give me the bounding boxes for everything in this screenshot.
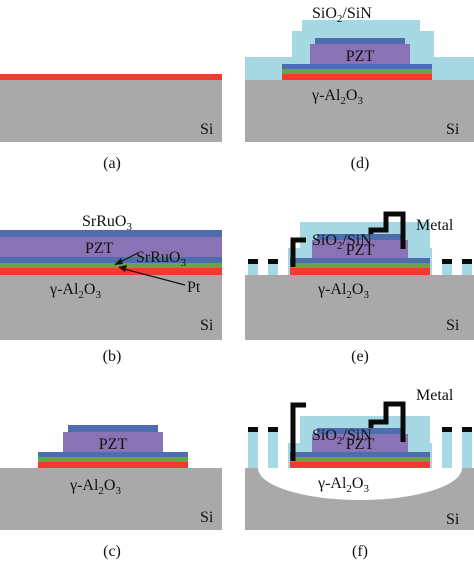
metal-pad: [442, 427, 452, 432]
caption-a: (a): [103, 155, 121, 172]
pt-pointer-arrow: [123, 268, 186, 286]
si-label: Si: [200, 509, 214, 526]
srruo3-top-layer: [315, 38, 405, 44]
metal-contact-left: [290, 402, 306, 461]
pzt-layer: [63, 432, 163, 452]
oxide-label: SiO2/SiN: [312, 5, 372, 25]
oxide-pillar: [442, 262, 452, 275]
pt-layer: [290, 263, 430, 268]
al2o3-layer: [0, 74, 222, 80]
oxide-pillar: [442, 430, 452, 468]
si-substrate: [0, 468, 222, 530]
si-label: Si: [200, 121, 214, 138]
si-substrate: [0, 80, 222, 142]
al2o3-label: γ-Al2O3: [317, 281, 369, 301]
pt-layer: [0, 263, 222, 268]
srruo3-bottom-layer: [282, 64, 432, 69]
oxide-pillar: [462, 262, 472, 275]
metal-label: Metal: [416, 387, 454, 404]
oxide-pillar: [248, 430, 258, 468]
oxide-pillar: [462, 430, 472, 468]
srruo3-bottom-layer: [0, 257, 222, 263]
panel-d: SiO2/SiN PZT γ-Al2O3 Si (d): [245, 5, 474, 172]
metal-pad: [248, 427, 258, 432]
al2o3-label: γ-Al2O3: [69, 477, 121, 497]
oxide-label: SiO2/SiN: [312, 427, 372, 447]
si-substrate: [0, 275, 222, 340]
panel-e: SiO2/SiN Metal PZT γ-Al2O3 Si (e): [245, 211, 474, 365]
metal-pad: [442, 259, 452, 264]
pzt-layer: [0, 237, 222, 257]
si-substrate: [245, 80, 474, 142]
pt-layer: [282, 69, 432, 74]
pzt-label: PZT: [346, 436, 375, 453]
srruo3-pointer-arrowhead: [114, 258, 123, 265]
pt-layer: [290, 457, 430, 462]
pzt-label: PZT: [346, 48, 375, 65]
si-label: Si: [446, 511, 460, 528]
srruo3-bottom-layer: [290, 452, 430, 457]
pt-label: Pt: [187, 279, 201, 296]
al2o3-layer: [290, 462, 430, 468]
metal-contact-right: [368, 211, 406, 249]
pt-layer: [38, 457, 188, 462]
si-label: Si: [446, 317, 460, 334]
srruo3-bottom-layer: [38, 452, 188, 457]
oxide-pillar: [268, 430, 278, 468]
oxide-pillar: [248, 262, 258, 275]
caption-f: (f): [352, 543, 368, 560]
srruo3-top-label: SrRuO3: [82, 213, 132, 233]
caption-b: (b): [103, 348, 122, 365]
pzt-label: PZT: [85, 240, 114, 257]
si-label: Si: [446, 121, 460, 138]
pzt-label: PZT: [99, 436, 128, 453]
caption-e: (e): [351, 348, 369, 365]
al2o3-label: γ-Al2O3: [49, 281, 101, 301]
metal-contact-right: [368, 401, 406, 442]
al2o3-layer: [290, 268, 430, 275]
metal-pad: [248, 259, 258, 264]
pzt-layer: [312, 434, 408, 452]
metal-label: Metal: [416, 217, 454, 234]
caption-d: (d): [351, 155, 370, 172]
si-substrate: [245, 275, 474, 340]
al2o3-label: γ-Al2O3: [317, 475, 369, 495]
al2o3-label: γ-Al2O3: [311, 87, 363, 107]
srruo3-top-layer: [0, 230, 222, 237]
al2o3-layer: [0, 268, 222, 275]
pt-pointer-arrowhead: [118, 265, 127, 272]
metal-pad: [462, 259, 472, 264]
pzt-layer: [312, 240, 408, 258]
pzt-layer: [310, 44, 410, 64]
srruo3-bottom-layer: [290, 258, 430, 263]
srruo3-top-layer: [317, 234, 403, 240]
pzt-label: PZT: [346, 242, 375, 259]
srruo3-top-layer: [68, 425, 158, 432]
panel-a: Si (a): [0, 74, 222, 172]
metal-pad: [268, 259, 278, 264]
si-label: Si: [200, 317, 214, 334]
metal-contact-left: [290, 237, 306, 267]
al2o3-layer: [38, 462, 188, 468]
panel-b: SrRuO3 PZT SrRuO3 γ-Al2O3 Pt Si (b): [0, 213, 222, 365]
al2o3-layer: [282, 74, 432, 80]
srruo3-bottom-label: SrRuO3: [136, 249, 186, 269]
panel-c: PZT γ-Al2O3 Si (c): [0, 425, 222, 560]
metal-pad: [268, 427, 278, 432]
srruo3-top-layer: [317, 428, 403, 434]
oxide-pillar: [268, 262, 278, 275]
metal-pad: [462, 427, 472, 432]
caption-c: (c): [103, 543, 121, 560]
oxide-label: SiO2/SiN: [312, 232, 372, 252]
panel-f: SiO2/SiN Metal PZT γ-Al2O3 Si (f): [245, 387, 474, 560]
